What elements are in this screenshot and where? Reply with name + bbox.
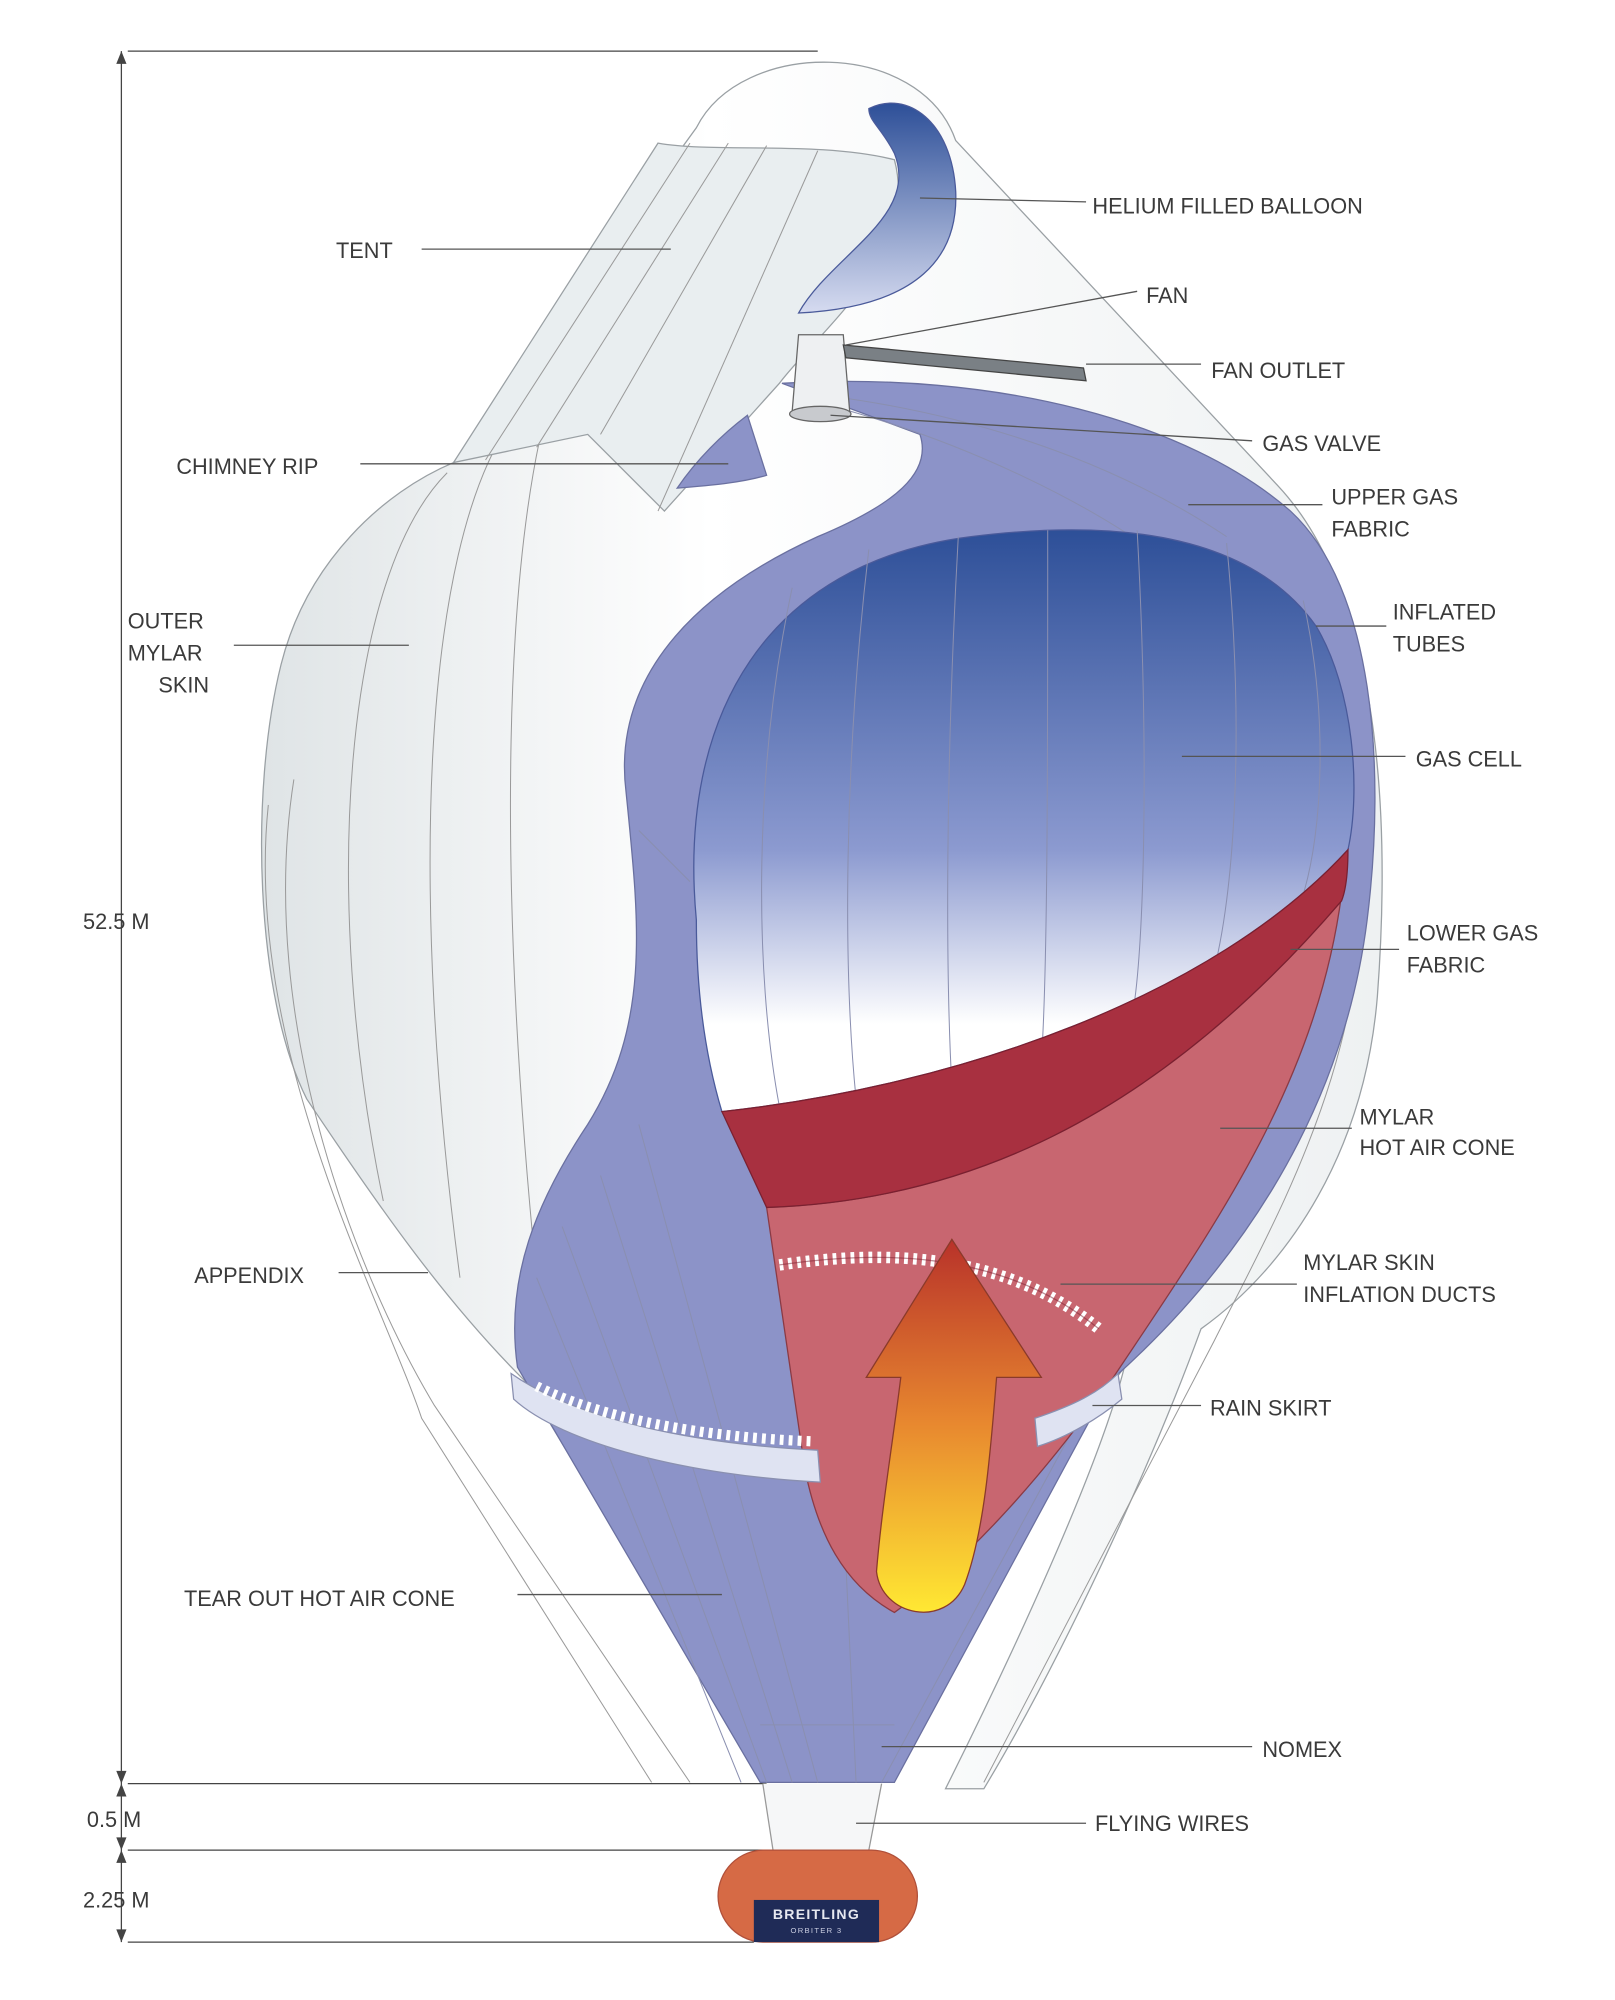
label-outer-mylar-skin-1: OUTER: [128, 609, 204, 634]
label-mylar-hot-air-cone-1: MYLAR: [1359, 1104, 1434, 1129]
label-mylar-hot-air-cone-2: HOT AIR CONE: [1359, 1135, 1514, 1160]
label-nomex: NOMEX: [1262, 1737, 1342, 1762]
label-inflation-ducts-1: MYLAR SKIN: [1303, 1250, 1435, 1275]
label-flying-wires: FLYING WIRES: [1095, 1811, 1249, 1836]
label-helium-balloon: HELIUM FILLED BALLOON: [1092, 193, 1362, 218]
label-chimney-rip: CHIMNEY RIP: [176, 454, 318, 479]
label-inflated-tubes-2: TUBES: [1393, 632, 1465, 657]
gas-valve: [788, 405, 852, 423]
leader-lines: [233, 197, 1406, 1824]
label-upper-gas-fabric-2: FABRIC: [1331, 517, 1409, 542]
label-appendix: APPENDIX: [194, 1263, 304, 1288]
flying-wires: [762, 1783, 883, 1851]
label-fan-outlet: FAN OUTLET: [1211, 358, 1345, 383]
labels: 52.5 M 0.5 M 2.25 M TENT HELIUM FILLED B…: [83, 193, 1538, 1912]
label-tent: TENT: [336, 238, 393, 263]
label-gas-cell: GAS CELL: [1416, 747, 1522, 772]
label-inflation-ducts-2: INFLATION DUCTS: [1303, 1282, 1496, 1307]
helium-balloon: [797, 102, 957, 314]
label-lower-gas-fabric-1: LOWER GAS: [1407, 920, 1539, 945]
fan: [791, 334, 851, 413]
label-rain-skirt: RAIN SKIRT: [1210, 1396, 1332, 1421]
label-fan: FAN: [1146, 283, 1188, 308]
capsule-logo: [753, 1899, 880, 1943]
label-lower-gas-fabric-2: FABRIC: [1407, 952, 1485, 977]
capsule-brand: BREITLING: [773, 1906, 860, 1922]
tent-gores: [485, 142, 819, 512]
label-inflated-tubes-1: INFLATED: [1393, 600, 1496, 625]
inflation-ducts: [778, 1251, 1103, 1334]
lower-gas-fabric: [720, 848, 1349, 1209]
label-outer-mylar-skin-2: MYLAR: [128, 641, 203, 666]
dimension-lines: [116, 50, 818, 1943]
dimension-capsule: 2.25 M: [83, 1888, 149, 1913]
label-gas-valve: GAS VALVE: [1262, 431, 1381, 456]
skirt-ducts: [534, 1381, 812, 1447]
rain-skirt: [510, 1372, 821, 1483]
gas-cell-gores: [761, 530, 1321, 1107]
label-outer-mylar-skin-3: SKIN: [158, 673, 209, 698]
label-upper-gas-fabric-1: UPPER GAS: [1331, 485, 1458, 510]
dimension-wires: 0.5 M: [87, 1807, 141, 1832]
label-tear-out-cone: TEAR OUT HOT AIR CONE: [184, 1586, 455, 1611]
capsule-model: ORBITER 3: [790, 1926, 842, 1935]
dimension-envelope: 52.5 M: [83, 909, 149, 934]
hot-air-arrow: [865, 1238, 1043, 1613]
fan-outlet: [842, 344, 1087, 382]
rain-skirt-right: [1034, 1372, 1123, 1448]
